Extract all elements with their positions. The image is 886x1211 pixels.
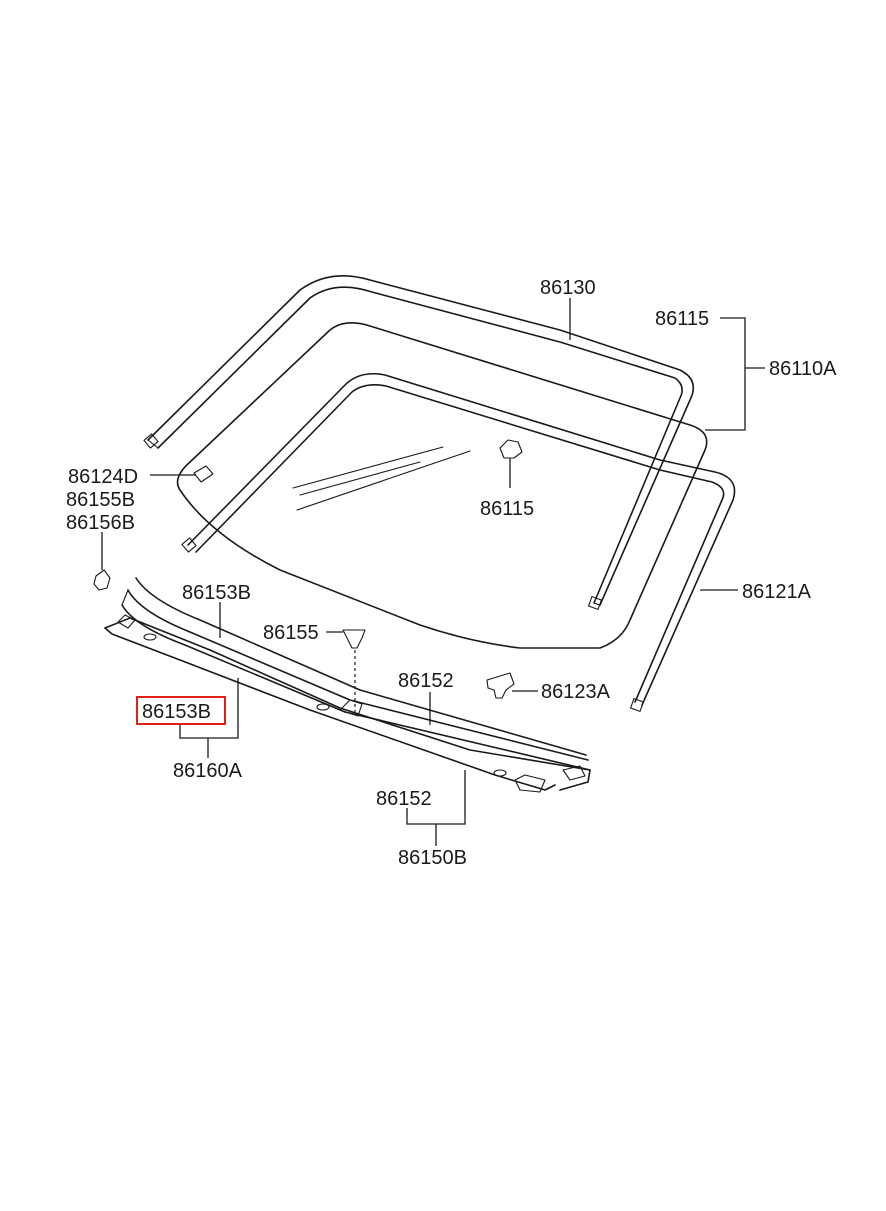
clip-86123A[interactable] [486,672,515,699]
label-86153B-top[interactable]: 86153B [182,582,251,604]
windshield-glass-86110A[interactable] [176,322,708,649]
clip-86155[interactable] [342,629,366,712]
label-86150B[interactable]: 86150B [398,847,467,869]
clip-86115[interactable] [499,439,523,488]
label-86155B[interactable]: 86155B [66,489,135,511]
label-86153B-highlight[interactable]: 86153B [142,701,211,723]
cowl-cover-assembly[interactable] [104,577,591,793]
label-86155[interactable]: 86155 [263,622,319,644]
label-86152-bottom[interactable]: 86152 [376,788,432,810]
label-86121A[interactable]: 86121A [742,581,812,603]
label-86124D[interactable]: 86124D [68,466,138,488]
label-86115-top[interactable]: 86115 [655,308,709,330]
label-86130[interactable]: 86130 [540,277,596,299]
label-piece-86124D[interactable] [193,465,214,483]
windshield-inner-molding-86121A[interactable] [181,372,736,712]
label-86115-mid[interactable]: 86115 [480,498,534,520]
highlight-box [136,696,226,725]
windshield-molding-86130[interactable] [143,274,695,610]
label-86156B[interactable]: 86156B [66,512,135,534]
glass-reflection [292,446,471,511]
label-86110A[interactable]: 86110A [769,358,837,380]
label-86123A[interactable]: 86123A [541,681,611,703]
leader-lines [101,298,765,846]
fastener-86156B[interactable] [93,569,111,591]
label-86152-top[interactable]: 86152 [398,670,454,692]
label-86160A[interactable]: 86160A [173,760,243,782]
